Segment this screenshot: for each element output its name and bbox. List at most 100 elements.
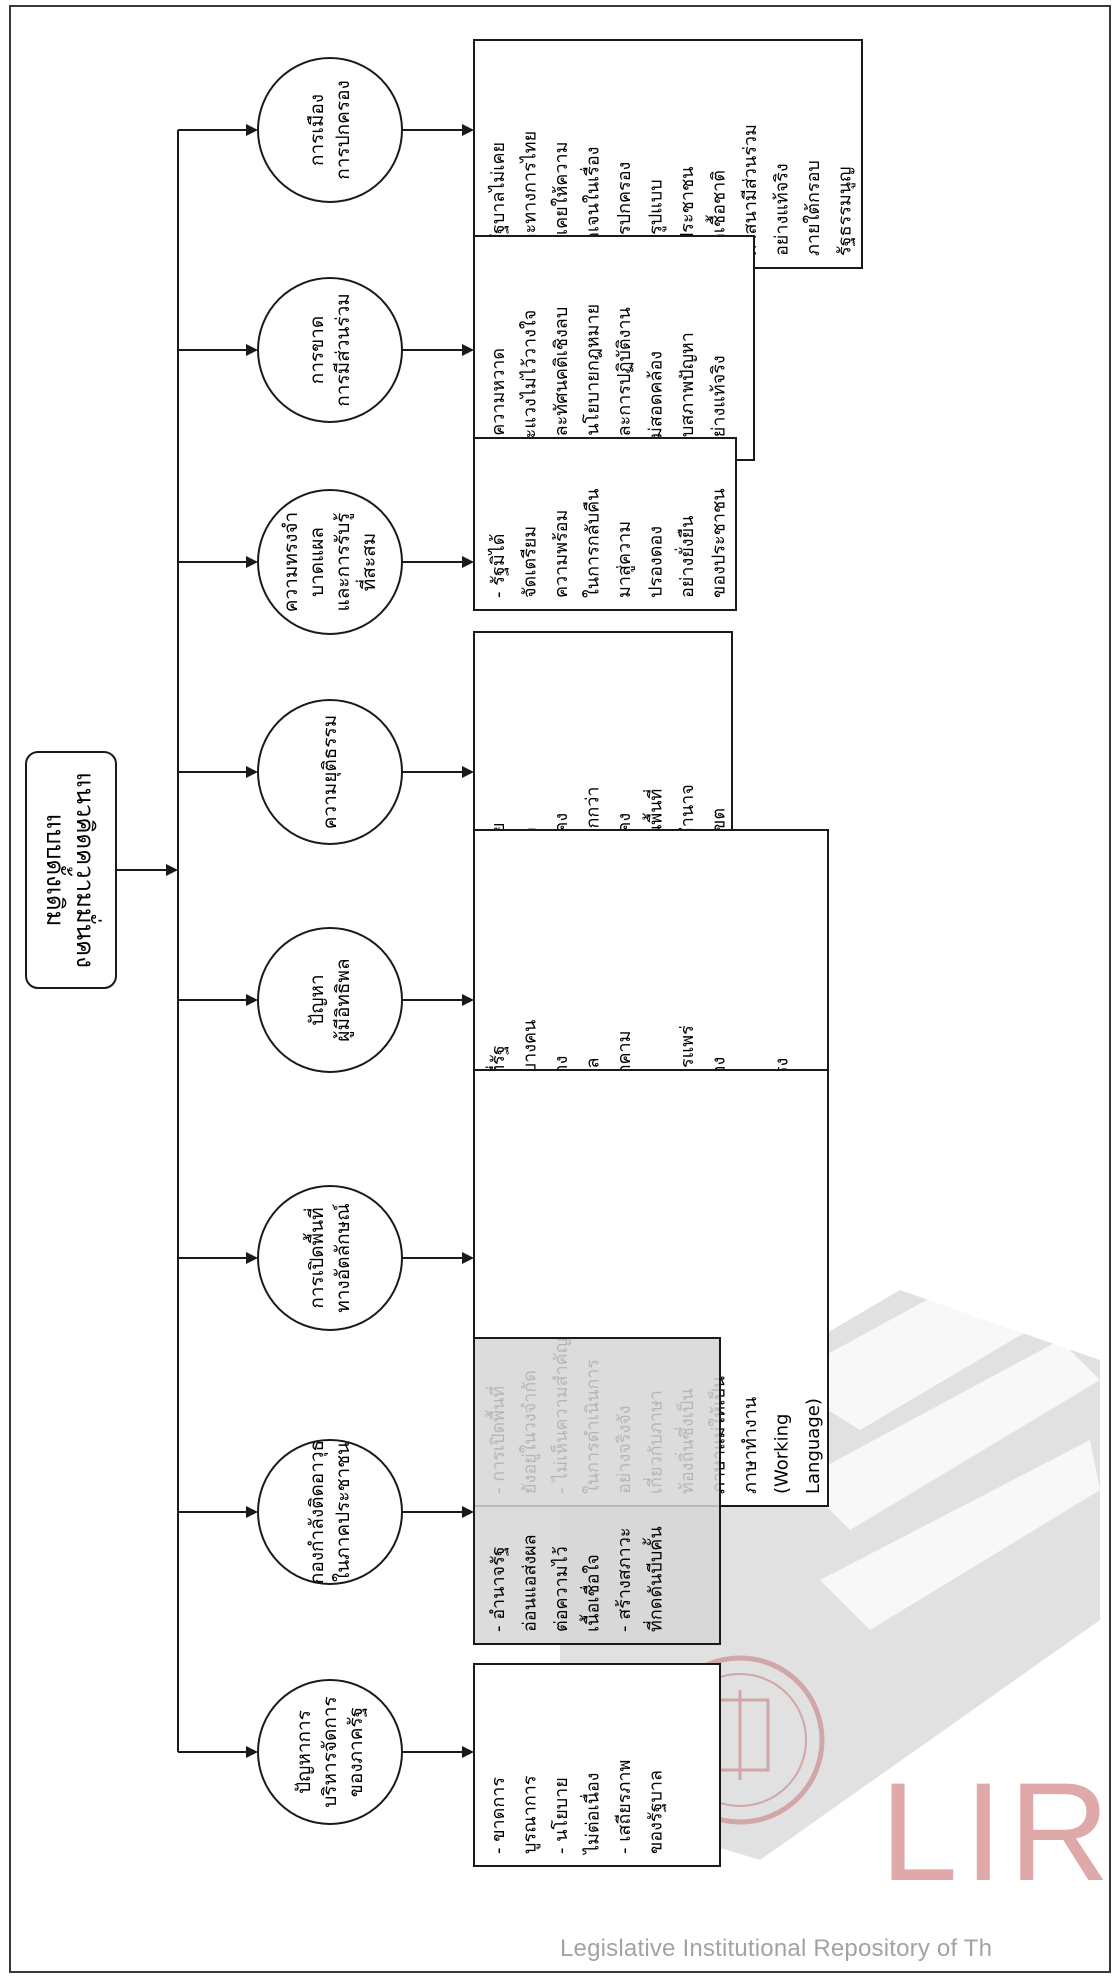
detail-line: ระแวงไม่ไว้วางใจ: [519, 310, 541, 448]
connectors: [116, 129, 464, 1753]
arrowhead: [246, 344, 258, 356]
topic-line: บริหารจัดการ: [319, 1696, 341, 1808]
arrowhead: [462, 556, 474, 568]
arrowheads: [166, 124, 474, 1758]
detail-line: จัดเตรียม: [520, 526, 541, 598]
topic-label: กองกำลังติดอาวุธในภาคประชาชน: [306, 1440, 354, 1584]
title-box: [25, 751, 117, 989]
topic-line: การขาด: [306, 316, 328, 384]
topic-line: ปัญหา: [306, 974, 328, 1025]
diagram-title: แนวคิดความมั่นคงแบบดั้งเดิม: [41, 772, 102, 968]
detail-line: การปกครอง: [614, 162, 635, 256]
topic-line: ที่สะสม: [355, 533, 380, 591]
detail-line: - สร้างสภาวะ: [614, 1527, 635, 1632]
arrowhead: [166, 864, 178, 876]
topic-circle: [257, 489, 403, 635]
arrowhead: [462, 124, 474, 136]
detail-line: ต่อความไว้: [550, 1546, 572, 1632]
arrowhead: [462, 994, 474, 1006]
title-line: แนวคิดความมั่นคง: [71, 772, 102, 968]
detail-text: - ความหวาด ระแวงไม่ไว้วางใจ และทัศนคติเชิง…: [488, 304, 730, 450]
detail-line: ไม่ต่อเนื่อง: [580, 1773, 604, 1856]
topic-circle: [257, 1439, 403, 1585]
topic-label: การขาดการมีส่วนร่วม: [306, 293, 354, 407]
topic-label: ความทรงจำบาดแผลและการรับรู้ที่สะสม: [280, 512, 380, 612]
arrowhead: [246, 556, 258, 568]
topic-circle: [257, 57, 403, 203]
detail-line: บูรณาการ: [520, 1775, 541, 1854]
detail-line: ของประชาชน: [709, 488, 730, 598]
topic-line: การมีส่วนร่วม: [332, 293, 354, 407]
detail-line: - รัฐบาลไม่เคย: [487, 142, 509, 256]
detail-line: ภาษาทำงาน: [740, 1397, 761, 1494]
arrowhead: [462, 1506, 474, 1518]
topic-label: ความยุติธรรม: [319, 715, 342, 830]
topic-circle: [257, 277, 403, 423]
arrowhead: [462, 1746, 474, 1758]
detail-line: และทางการไทย: [519, 131, 541, 256]
detail-text: - อำนาจรัฐอ่อนแอส่งผลต่อความไว้เนื้อเชื่…: [488, 1526, 667, 1632]
arrowhead: [246, 124, 258, 136]
arrowhead: [246, 994, 258, 1006]
detail-line: อย่างแท้จริง: [772, 163, 793, 256]
detail-box: [473, 1663, 721, 1867]
topic-line: ทางอัตลักษณ์: [332, 1203, 354, 1313]
detail-line: มาสู่ความ: [614, 521, 635, 598]
topic-circle: [257, 1679, 403, 1825]
arrowhead: [246, 766, 258, 778]
topic-line: บาดแผล: [306, 527, 328, 597]
topic-circle: [257, 1185, 403, 1331]
arrowhead: [246, 1252, 258, 1264]
branches: การเมืองการปกครอง- รัฐบาลไม่เคยและทางการ…: [257, 39, 863, 1867]
topic-circle: [257, 699, 403, 845]
detail-line: และการปฏิบัติงาน: [614, 307, 635, 448]
detail-line: - อำนาจรัฐ: [488, 1546, 509, 1632]
detail-line: เนื้อเชื่อใจ: [580, 1554, 604, 1632]
detail-box: [473, 437, 737, 611]
title-line: แบบดั้งเดิม: [41, 814, 73, 927]
detail-line: ไม่เคยให้ความ: [550, 142, 572, 258]
topic-label: ปัญหาผู้มีอิทธิพล: [306, 958, 354, 1041]
detail-line: ปรองดอง: [646, 526, 667, 598]
topic-label: ปัญหาการบริหารจัดการของภาครัฐ: [293, 1696, 367, 1808]
detail-line: Language): [803, 1398, 824, 1494]
detail-line: - นโยบายกฎหมาย: [582, 304, 604, 448]
detail-line: และทัศนคติเชิงลบ: [551, 307, 572, 448]
arrowhead: [462, 766, 474, 778]
detail-line: ศาสนามีส่วนร่วม: [740, 124, 761, 256]
title-text: แนวคิดความมั่นคงแบบดั้งเดิม: [41, 772, 102, 968]
detail-line: - รัฐมิได้: [487, 534, 509, 598]
arrowhead: [462, 1252, 474, 1264]
detail-line: ภายใต้กรอบ: [802, 160, 824, 256]
topic-label: การเปิดพื้นที่ทางอัตลักษณ์: [303, 1203, 354, 1313]
detail-text: - รัฐมิได้จัดเตรียมความพร้อมในการกลับคืน…: [487, 488, 730, 598]
detail-line: (Working: [772, 1414, 793, 1494]
topic-line: การเปิดพื้นที่: [303, 1207, 328, 1308]
detail-line: - นโยบาย: [550, 1777, 572, 1854]
detail-line: ความพร้อม: [551, 510, 572, 598]
detail-line: อย่างแท้จริง: [709, 355, 730, 448]
detail-line: ที่กดดันบีบคั้น: [643, 1526, 667, 1632]
detail-line: ไม่สอดคล้อง: [645, 351, 667, 450]
detail-line: - เสถียรภาพ: [614, 1760, 635, 1854]
topic-line: และการรับรู้: [332, 513, 354, 612]
watermark-brand: LIR: [880, 1753, 1116, 1910]
watermark-caption: Legislative Institutional Repository of …: [560, 1935, 993, 1962]
topic-line: การปกครอง: [332, 80, 354, 180]
arrowhead: [246, 1506, 258, 1518]
detail-line: ของรัฐบาล: [646, 1770, 667, 1854]
topic-line: ความยุติธรรม: [319, 715, 342, 830]
detail-box: [473, 1337, 721, 1645]
arrowhead: [246, 1746, 258, 1758]
topic-line: ปัญหาการ: [293, 1710, 315, 1794]
detail-box: [473, 39, 863, 269]
topic-line: กองกำลังติดอาวุธ: [306, 1440, 329, 1584]
topic-line: ในภาคประชาชน: [332, 1442, 354, 1582]
topic-label: การเมืองการปกครอง: [306, 80, 354, 180]
diagram-frame: [9, 5, 1111, 1973]
detail-line: - ความหวาด: [488, 348, 509, 448]
topic-line: ผู้มีอิทธิพล: [332, 958, 354, 1041]
topic-line: การเมือง: [306, 94, 328, 166]
detail-text: - ขาดการบูรณาการ- นโยบายไม่ต่อเนื่อง- เส…: [488, 1760, 667, 1856]
detail-line: อย่างยั่งยืน: [674, 516, 698, 598]
